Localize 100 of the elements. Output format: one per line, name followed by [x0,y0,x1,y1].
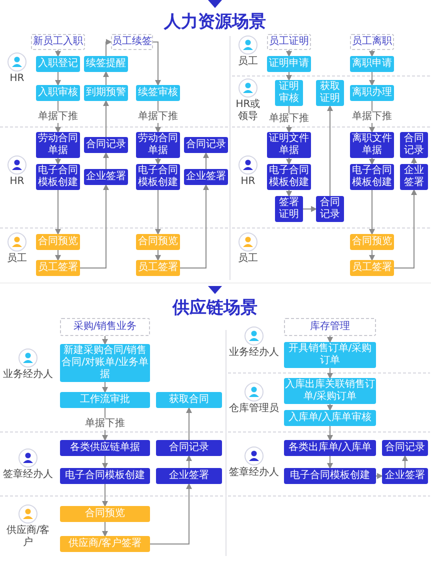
process-box: 合同预览 [136,234,180,250]
role-label: HR [240,176,256,188]
role-label: 供应商/客户 [5,525,51,549]
process-box: 企业签署 [382,468,428,484]
process-box: 合同记录 [156,440,222,456]
start-box: 员工离职 [350,34,394,50]
start-box: 员工续签 [111,34,153,50]
process-box: 企业签署 [84,169,128,185]
process-box: 各类供应链单据 [60,440,150,456]
arrow [55,250,61,261]
process-box: 电子合同模板创建 [284,468,376,484]
arrow [376,473,383,479]
start-box: 库存管理 [284,318,376,336]
arrow [155,190,161,235]
arrow [155,250,161,261]
process-box: 电子合同模板创建 [267,164,311,190]
process-box: 各类出库单/入库单 [284,440,376,456]
arrow [369,50,375,57]
arrow [103,152,109,170]
process-box: 证明文件单据 [267,132,311,158]
role-label: HR或领导 [234,99,262,123]
process-box: 离职办理 [350,85,394,101]
process-box: 入库出库关联销售订单/采购订单 [284,378,376,404]
arrow [327,404,333,411]
process-box: 证明审核 [275,80,303,106]
process-box: 员工签署 [136,260,180,276]
process-box: 电子合同模板创建 [136,164,180,190]
process-box: 获取证明 [316,80,344,106]
role-label: HR [8,176,26,188]
arrow [369,250,375,261]
edge-label: 单据下推 [137,110,179,122]
arrow [103,71,109,86]
process-box: 工作流审批 [60,392,150,408]
start-box: 新员工入职 [31,34,85,50]
arrow [102,382,108,393]
arrow [369,190,375,235]
arrow [106,39,112,56]
arrow [102,484,108,507]
section-title: 供应链场景 [172,297,258,319]
arrow [152,42,161,86]
process-box: 续签提醒 [84,56,128,72]
arrow [402,455,408,468]
arrow [102,336,108,345]
role-label: 签章经办人 [2,469,54,481]
process-box: 入职登记 [36,56,80,72]
arrow [55,50,61,57]
role-label: HR [8,73,26,85]
process-box: 离职文件单据 [350,132,394,158]
arrow [55,190,61,235]
arrow [411,157,417,164]
arrow [186,455,192,468]
arrow [327,105,333,196]
arrow [180,184,209,268]
process-box: 合同记录 [84,137,128,153]
arrow [327,368,333,379]
process-box: 劳动合同单据 [36,132,80,158]
process-box: 续签审核 [136,85,180,101]
arrow [286,190,292,197]
arrow [327,426,333,441]
arrow [186,407,192,440]
start-box: 采购/销售业务 [60,318,150,336]
arrow [369,72,375,86]
arrow [103,100,109,138]
role-label: 业务经办人 [228,347,280,359]
arrow [286,72,292,81]
arrow [102,522,108,537]
edge-label: 单据下推 [268,113,310,125]
process-box: 合同预览 [350,234,394,250]
arrow [150,483,192,544]
process-box: 合同预览 [36,234,80,250]
process-box: 合同预览 [60,506,150,522]
edge-label: 单据下推 [351,110,393,122]
process-box: 合同记录 [184,137,228,153]
process-box: 到期预警 [84,85,128,101]
process-box: 劳动合同单据 [136,132,180,158]
process-box: 证明申请 [267,56,311,72]
process-box: 新建采购合同/销售合同/对账单/业务单据 [60,344,150,382]
arrow [80,184,109,268]
arrow [369,158,375,165]
role-label: 员工 [6,253,28,265]
process-box: 电子合同模板创建 [350,164,394,190]
process-box: 员工签署 [350,260,394,276]
process-box: 入库单/入库单审核 [284,410,376,426]
role-label: 签章经办人 [228,467,280,479]
arrow [155,158,161,165]
process-box: 合同记录 [316,196,344,222]
process-box: 电子合同模板创建 [60,468,150,484]
arrow [55,72,61,86]
process-box: 供应商/客户签署 [60,536,150,552]
arrow [102,456,108,469]
arrow [55,158,61,165]
process-box: 离职申请 [350,56,394,72]
role-label: 员工 [237,56,259,68]
role-label: 仓库管理员 [228,403,280,415]
arrow [327,456,333,469]
process-box: 合同记录 [382,440,428,456]
process-box: 员工签署 [36,260,80,276]
edge-label: 单据下推 [84,418,126,430]
edge-label: 单据下推 [37,110,79,122]
start-box: 员工证明 [267,34,311,50]
